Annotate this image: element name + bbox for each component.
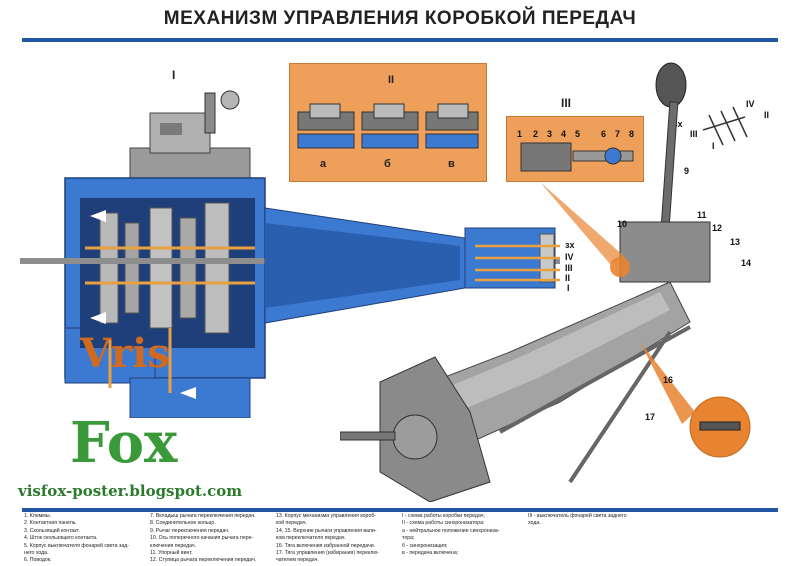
shift-label-zx: зх [673, 119, 683, 129]
legend-item: 17. Тяга управления (избирания) переклю- [276, 550, 379, 557]
watermark-line1: Vris [80, 330, 170, 377]
detail-num-5: 5 [575, 129, 581, 139]
legend-item: 4. Шток скользящего контакта. [24, 535, 98, 542]
callout-12: 12 [712, 223, 723, 233]
legend-col-4: I - схема работы коробки передач; II - с… [402, 513, 520, 557]
synchronizer-panel: II а б в [289, 63, 487, 182]
gearbox-cutaway [20, 90, 560, 418]
section-label-3: III [561, 96, 572, 110]
detail-num-8: 8 [629, 129, 635, 139]
detail-num-1: 1 [517, 129, 523, 139]
legend-col-2: 7. Вкладыш рычага переключения передач. … [150, 513, 270, 565]
callout-13: 13 [730, 237, 741, 247]
callout-14: 14 [741, 258, 752, 268]
detail-num-7: 7 [615, 129, 621, 139]
gearbox-assembly [340, 62, 751, 502]
gear-label-zx: зх [565, 240, 575, 250]
shift-label-iii: III [690, 129, 698, 139]
callout-11: 11 [697, 210, 707, 220]
legend-item: 5. Корпус выключателя фонарей света зад- [24, 542, 130, 549]
legend-item: 1. Клеммы. [24, 513, 52, 519]
legend-item: 8. Соединительное кольцо. [150, 520, 216, 527]
legend-item: ключения передач. [150, 542, 197, 549]
detail-num-3: 3 [547, 129, 553, 139]
synchronizer-sketch [297, 103, 479, 149]
legend-item: III - выключатель фонарей света заднего [528, 513, 627, 519]
gear-label-iii: III [565, 263, 573, 273]
switch-panel: 1 2 3 4 5 6 7 8 [506, 116, 644, 182]
legend-col-5: III - выключатель фонарей света заднего … [528, 513, 658, 528]
legend-item: 7. Вкладыш рычага переключения передач. [150, 513, 256, 519]
legend-item: кой передач. [276, 520, 307, 527]
legend-item: 14, 15. Верхние рычаги управления вали- [276, 527, 377, 534]
shift-label-i: I [712, 141, 715, 151]
title-rule [22, 38, 778, 42]
legend-item: 2. Контактная панель. [24, 520, 77, 527]
legend-rule [22, 508, 778, 512]
detail-num-2: 2 [533, 129, 539, 139]
legend-col-3: 13. Корпус механизма управления короб- к… [276, 513, 396, 565]
sync-label-a: а [320, 158, 327, 170]
section-label-1: I [172, 68, 176, 82]
legend-item: 10. Ось поперечного качания рычага пере- [150, 535, 254, 542]
shift-label-iv: IV [746, 99, 755, 109]
gear-label-i: I [567, 283, 570, 293]
watermark-url: visfox-poster.blogspot.com [18, 482, 243, 500]
legend-item: II - схема работы синхронизатора: [402, 520, 485, 527]
shift-pattern-diagram [702, 106, 748, 146]
legend-item: 11. Упорный винт. [150, 550, 193, 557]
legend-item: 3. Скользящий контакт. [24, 527, 80, 534]
legend-item: 13. Корпус механизма управления короб- [276, 513, 377, 519]
detail-num-6: 6 [601, 129, 607, 139]
legend-item: хода. [528, 520, 541, 527]
legend-item: чателем передач. [276, 557, 319, 564]
legend-item: 12. Ступица рычага переключения передач. [150, 557, 257, 564]
legend-item: него хода. [24, 550, 49, 557]
watermark-logo: Vris Fox [20, 330, 220, 480]
legend-item: б - синхронизация; [402, 542, 448, 549]
shift-label-ii: II [764, 110, 770, 120]
switch-sketch [520, 142, 634, 172]
sync-label-v: в [448, 158, 455, 170]
legend-item: в - передача включена; [402, 550, 459, 557]
legend-col-1: 1. Клеммы. 2. Контактная панель. 3. Скол… [24, 513, 144, 565]
poster-title: МЕХАНИЗМ УПРАВЛЕНИЯ КОРОБКОЙ ПЕРЕДАЧ [163, 8, 637, 29]
callout-10: 10 [617, 219, 628, 229]
legend-item: а - нейтральное положение синхрониза- [402, 527, 500, 534]
legend-item: I - схема работы коробки передач; [402, 513, 485, 519]
legend-item: тора; [402, 535, 415, 542]
section-label-2: II [388, 74, 395, 86]
legend-item: 9. Рычаг переключения передач. [150, 527, 230, 534]
callout-17: 17 [645, 412, 656, 422]
detail-num-4: 4 [561, 129, 567, 139]
watermark-line2: Fox [70, 410, 178, 476]
gear-label-iv: IV [565, 252, 574, 262]
gear-label-ii: II [565, 273, 571, 283]
sync-label-b: б [384, 158, 391, 170]
legend-item: 16. Тяга включения избранной передачи. [276, 542, 376, 549]
legend-item: ком переключателя передач. [276, 535, 346, 542]
callout-9: 9 [684, 166, 690, 176]
legend-item: 6. Поводок. [24, 557, 52, 564]
callout-16: 16 [663, 375, 674, 385]
